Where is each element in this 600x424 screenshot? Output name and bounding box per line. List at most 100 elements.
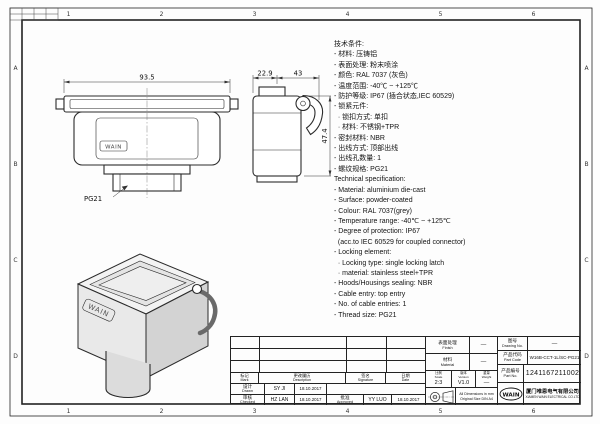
grid-ref: 1 — [67, 408, 71, 415]
tb-checked-label: 审核 Checked — [231, 394, 265, 405]
spec-line: (acc.to IEC 60529 for coupled connector) — [334, 238, 466, 246]
spec-line: - 螺纹规格: PG21 — [334, 165, 389, 173]
tb-blank-revision-row — [231, 361, 426, 373]
tb-part-code-label: 产品代码 Part Code — [498, 351, 528, 365]
grid-ref: 4 — [346, 11, 350, 18]
spec-line: - 出线方式: 顶部出线 — [334, 145, 399, 153]
spec-line: - 材料: 压铸铝 — [334, 51, 378, 59]
spec-line: - 防护等级: IP67 (插合状态,IEC 60529) — [334, 93, 455, 101]
tb-divider — [259, 337, 260, 373]
spec-line: · 材料: 不锈钢+TPR — [334, 124, 400, 132]
tb-material-label: 材料 Material — [426, 354, 470, 371]
spec-line: · Locking type: single locking latch — [334, 259, 445, 267]
tb-header-date: 日期 Date — [386, 373, 426, 384]
grid-ref: C — [584, 257, 588, 264]
tb-drawing-no-label: 图号 Drawing No. — [498, 337, 528, 351]
inner-frame — [21, 19, 581, 405]
grid-ref: A — [13, 65, 18, 72]
tb-finish-label: 表面处理 Finish — [426, 337, 470, 354]
company-name-en: XIAMEN WAIN ELECTRICAL CO.LTD — [525, 395, 580, 400]
tb-drawn-date: 18.10.2017 — [295, 384, 327, 395]
spec-line: - 锁紧元件: — [334, 103, 369, 111]
tb-version-cell: 版本 Version V1.0 — [452, 371, 476, 388]
dim-side-offset: 22.9 — [257, 70, 272, 78]
spec-line: - Thread size: PG21 — [334, 311, 397, 319]
tb-blank-cell — [327, 384, 426, 395]
spec-line: - 出线孔数量: 1 — [334, 155, 382, 163]
tb-material-value: — — [470, 354, 498, 371]
side-view: 22.9 43 47.4 — [252, 70, 332, 183]
company-name-zh: 厦门唯恩电气有限公司 — [526, 388, 579, 395]
dim-side-depth: 43 — [294, 70, 303, 78]
tb-company-cell: 厦门唯恩电气有限公司 XIAMEN WAIN ELECTRICAL CO.LTD — [524, 383, 581, 405]
tb-weight-cell: 重量 Weight — — [476, 371, 498, 388]
tb-logo-cell: WAIN — [498, 383, 524, 405]
grid-ref: 5 — [439, 408, 443, 415]
tb-header-signature: 签名 Signature — [346, 373, 386, 384]
grid-ref: D — [13, 353, 18, 360]
tb-checked-name: HZ LAN — [265, 394, 295, 405]
tb-part-no-label: 产品编号 Part No. — [498, 365, 524, 383]
tb-dims-note: All Dimensions in mm Original Size DIN A… — [456, 388, 498, 405]
dim-side-height: 47.4 — [321, 128, 329, 143]
spec-line: - 颜色: RAL 7037 (灰色) — [334, 72, 408, 80]
tb-projection-cell — [426, 388, 456, 405]
thread-callout: PG21 — [84, 195, 102, 203]
tech-spec-block: 技术条件: - 材料: 压铸铝 - 表面处理: 粉末喷涂 - 颜色: RAL 7… — [334, 40, 576, 321]
tb-scale-cell: 比例 Scale 2:3 — [426, 371, 452, 388]
tb-header-description: 更改履历 Description — [259, 373, 346, 384]
grid-ref: 6 — [532, 11, 536, 18]
spec-line: - Locking element: — [334, 249, 392, 257]
revision-strip — [9, 7, 59, 21]
spec-line: · 锁扣方式: 单扣 — [334, 113, 389, 121]
tb-part-code-value: W16B-CCT-1L/SC-PG21 — [528, 351, 581, 365]
tb-blank-revision-row — [231, 337, 426, 349]
brand-embossing: WAIN — [105, 145, 122, 151]
grid-ref: A — [584, 65, 589, 72]
tb-finish-value: — — [470, 337, 498, 354]
spec-line: - Cable entry: top entry — [334, 290, 406, 298]
tb-header-mark: 标记 Mark — [231, 373, 259, 384]
outer-border — [9, 7, 593, 417]
svg-text:WAIN: WAIN — [502, 392, 519, 398]
spec-line: - Hoods/Housings sealing: NBR — [334, 280, 433, 288]
tb-divider — [386, 337, 387, 373]
spec-line: - 表面处理: 粉末喷涂 — [334, 61, 399, 69]
grid-ref: C — [13, 257, 17, 264]
grid-ref: D — [584, 353, 589, 360]
spec-line: - No. of cable entries: 1 — [334, 301, 407, 309]
tb-blank-revision-row — [231, 349, 426, 361]
grid-ref: B — [13, 161, 17, 168]
spec-line: - Material: aluminium die-cast — [334, 186, 426, 194]
spec-line: - 密封材料: NBR — [334, 134, 385, 142]
grid-ref: 1 — [67, 11, 71, 18]
grid-ref: B — [584, 161, 588, 168]
wain-logo: WAIN — [499, 387, 522, 401]
iso-view: WAIN — [76, 253, 218, 399]
tb-part-no-value: 1241167211002 — [524, 365, 581, 383]
grid-ref: 3 — [253, 11, 257, 18]
tb-approved-date: 18.10.2017 — [392, 394, 426, 405]
tb-approved-name: YY LUO — [364, 394, 392, 405]
grid-ref: 2 — [160, 408, 164, 415]
tb-checked-date: 18.10.2017 — [295, 394, 327, 405]
spec-line: · material: stainless steel+TPR — [334, 269, 434, 277]
tb-drawn-name: SY JI — [265, 384, 295, 395]
tb-drawing-no-value: — — [528, 337, 581, 351]
grid-ref: 5 — [439, 11, 443, 18]
grid-ref: 2 — [160, 11, 164, 18]
tb-divider — [346, 337, 347, 373]
spec-line: - Temperature range: -40℃ ~ +125℃ — [334, 217, 451, 225]
spec-line: - Degree of protection: IP67 — [334, 228, 420, 236]
tb-drawn-label: 设计 Drawn — [231, 384, 265, 395]
grid-ref: 6 — [532, 408, 536, 415]
spec-line: 技术条件: — [334, 41, 364, 48]
spec-line: - Colour: RAL 7037(grey) — [334, 207, 412, 215]
grid-ref: 3 — [253, 408, 257, 415]
front-view: WAIN 93.5 PG21 — [55, 74, 239, 203]
dim-front-width: 93.5 — [139, 74, 154, 82]
first-angle-projection-symbol — [427, 390, 454, 404]
spec-line: Technical specification: — [334, 176, 406, 184]
